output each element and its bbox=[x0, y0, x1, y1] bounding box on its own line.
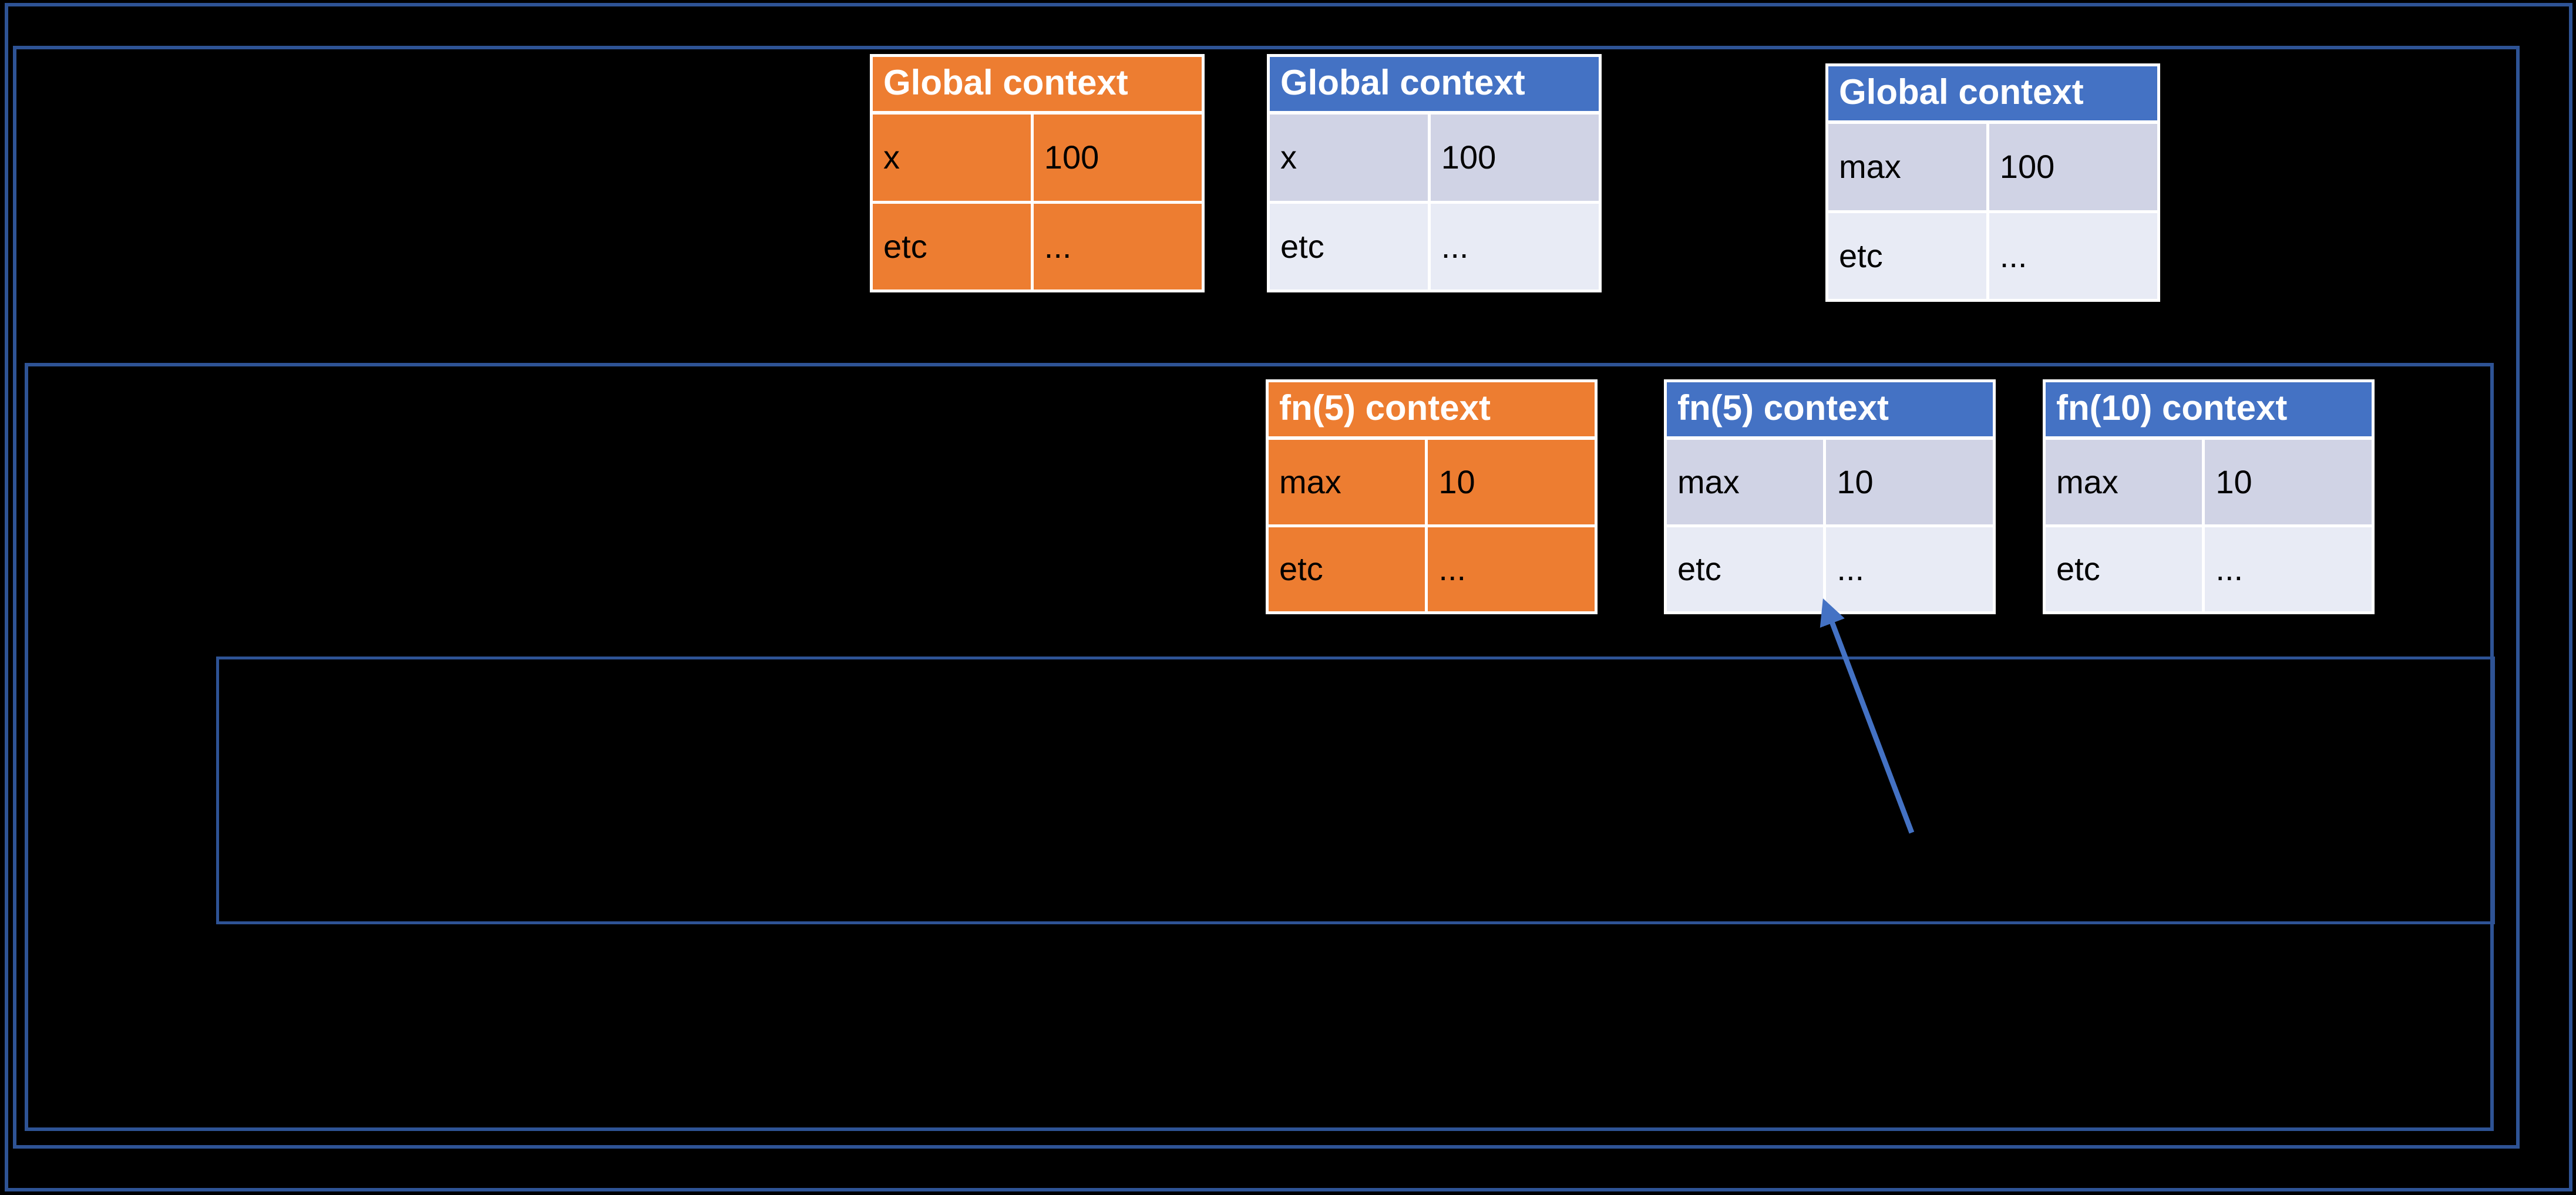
variable-value-cell: 100 bbox=[1033, 115, 1202, 201]
table-row: x 100 bbox=[873, 115, 1202, 201]
context-table-title: Global context bbox=[1270, 57, 1599, 111]
variable-value-cell: 100 bbox=[1430, 115, 1599, 201]
context-table-global-blue-x: Global context x 100 etc ... bbox=[1267, 54, 1602, 292]
variable-name-cell: max bbox=[1828, 124, 1986, 210]
variable-value-cell: ... bbox=[1428, 527, 1595, 611]
table-row: etc ... bbox=[1270, 203, 1599, 290]
context-table-fn5-orange: fn(5) context max 10 etc ... bbox=[1266, 379, 1598, 614]
variable-name-cell: etc bbox=[1270, 203, 1428, 290]
variable-value-cell: ... bbox=[2205, 527, 2372, 611]
context-table-fn10-blue: fn(10) context max 10 etc ... bbox=[2043, 379, 2375, 614]
context-table-body: x 100 etc ... bbox=[873, 115, 1202, 290]
table-row: max 10 bbox=[2046, 440, 2372, 524]
variable-name-cell: etc bbox=[1269, 527, 1425, 611]
outer-frame bbox=[5, 3, 2572, 1191]
table-row: x 100 bbox=[1270, 115, 1599, 201]
variable-name-cell: etc bbox=[1828, 213, 1986, 299]
table-row: etc ... bbox=[1269, 527, 1595, 611]
context-table-body: max 100 etc ... bbox=[1828, 124, 2157, 299]
variable-name-cell: max bbox=[2046, 440, 2202, 524]
table-row: max 100 bbox=[1828, 124, 2157, 210]
table-row: max 10 bbox=[1269, 440, 1595, 524]
table-row: etc ... bbox=[873, 203, 1202, 290]
context-table-body: max 10 etc ... bbox=[1269, 440, 1595, 611]
variable-value-cell: 100 bbox=[1989, 124, 2157, 210]
table-row: etc ... bbox=[1828, 213, 2157, 299]
context-table-title: fn(5) context bbox=[1269, 382, 1595, 436]
table-row: etc ... bbox=[2046, 527, 2372, 611]
context-table-global-orange: Global context x 100 etc ... bbox=[870, 54, 1205, 292]
variable-value-cell: ... bbox=[1430, 203, 1599, 290]
context-table-body: max 10 etc ... bbox=[2046, 440, 2372, 611]
variable-value-cell: ... bbox=[1826, 527, 1993, 611]
variable-value-cell: ... bbox=[1989, 213, 2157, 299]
context-table-title: fn(5) context bbox=[1667, 382, 1993, 436]
variable-name-cell: x bbox=[873, 115, 1031, 201]
variable-value-cell: 10 bbox=[1826, 440, 1993, 524]
callout-arrow-icon bbox=[1820, 598, 1915, 834]
context-table-body: max 10 etc ... bbox=[1667, 440, 1993, 611]
context-table-title: Global context bbox=[1828, 66, 2157, 120]
variable-name-cell: etc bbox=[2046, 527, 2202, 611]
variable-name-cell: etc bbox=[873, 203, 1031, 290]
context-table-title: Global context bbox=[873, 57, 1202, 111]
context-table-fn5-blue: fn(5) context max 10 etc ... bbox=[1664, 379, 1996, 614]
variable-name-cell: max bbox=[1667, 440, 1824, 524]
variable-name-cell: etc bbox=[1667, 527, 1824, 611]
variable-name-cell: x bbox=[1270, 115, 1428, 201]
variable-value-cell: 10 bbox=[2205, 440, 2372, 524]
context-table-body: x 100 etc ... bbox=[1270, 115, 1599, 290]
context-table-global-blue-max: Global context max 100 etc ... bbox=[1825, 63, 2160, 302]
variable-name-cell: max bbox=[1269, 440, 1425, 524]
second-frame bbox=[13, 46, 2520, 1149]
variable-value-cell: 10 bbox=[1428, 440, 1595, 524]
table-row: etc ... bbox=[1667, 527, 1993, 611]
table-row: max 10 bbox=[1667, 440, 1993, 524]
context-table-title: fn(10) context bbox=[2046, 382, 2372, 436]
inner-frame bbox=[216, 657, 2495, 924]
variable-value-cell: ... bbox=[1033, 203, 1202, 290]
